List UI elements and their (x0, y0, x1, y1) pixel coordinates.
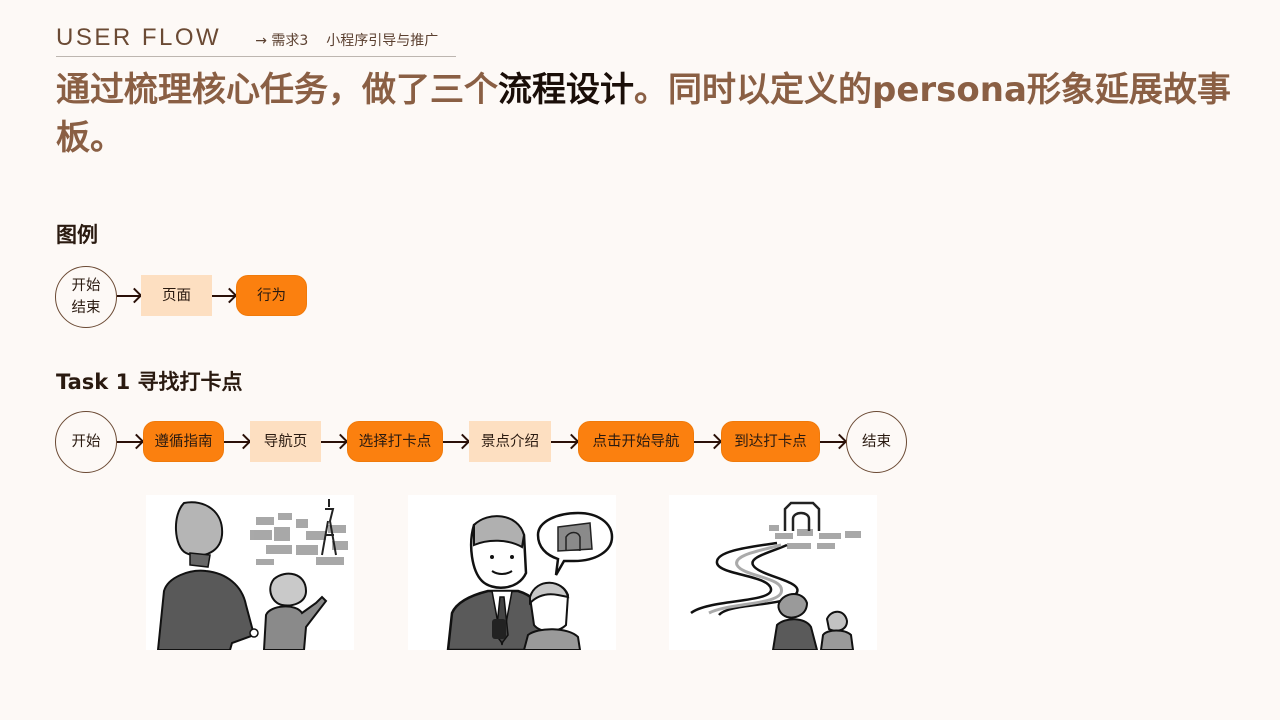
page-headline: 通过梳理核心任务，做了三个流程设计。同时以定义的persona形象延展故事板。 (56, 66, 1236, 162)
arrow-icon (117, 441, 143, 443)
headline-part1: 通过梳理核心任务，做了三个 (56, 70, 498, 110)
parent-child-tower-illustration (156, 499, 348, 650)
flow-step-arrive-spot: 到达打卡点 (721, 421, 820, 462)
flow-step-select-spot: 选择打卡点 (347, 421, 443, 462)
flow-step-label: 选择打卡点 (358, 433, 432, 450)
headline-part2: 。同时以定义的persona形象延展故事板。 (56, 70, 1231, 158)
headline-accent: 流程设计 (498, 70, 634, 110)
legend-start-label: 开始 (71, 278, 101, 294)
flow-step-spot-intro: 景点介绍 (469, 421, 551, 462)
legend-page-node: 页面 (141, 275, 212, 316)
requirement-label: → 需求3 小程序引导与推广 (255, 30, 438, 52)
parent-phone-child-landmark-illustration (446, 511, 614, 650)
arrow-icon (694, 441, 721, 443)
flow-end-node: 结束 (846, 411, 907, 473)
task1-title: Task 1 寻找打卡点 (56, 370, 243, 394)
arrow-icon (443, 441, 469, 443)
legend-action-node: 行为 (236, 275, 307, 316)
arrow-icon (551, 441, 578, 443)
section-header: USER FLOW → 需求3 小程序引导与推广 (56, 24, 456, 57)
arrow-icon (820, 441, 846, 443)
flow-step-label: 景点介绍 (481, 433, 539, 450)
arrow-icon (212, 295, 236, 297)
arrow-icon (321, 441, 347, 443)
legend-title: 图例 (56, 223, 98, 247)
flow-step-label: 导航页 (263, 433, 308, 450)
flow-step-label: 点击开始导航 (592, 433, 680, 450)
storyboard-panel-1 (146, 495, 354, 650)
flow-start-node: 开始 (55, 411, 117, 473)
flow-end-label: 结束 (862, 434, 891, 450)
arrow-icon (224, 441, 250, 443)
legend-page-label: 页面 (162, 287, 191, 304)
arrow-icon (117, 295, 141, 297)
requirement-title: 小程序引导与推广 (326, 33, 439, 49)
storyboard-panel-2 (408, 495, 616, 650)
flow-step-nav-page: 导航页 (250, 421, 321, 462)
walking-to-arch-illustration (690, 501, 861, 650)
eyebrow-title: USER FLOW (56, 24, 222, 51)
flow-start-label: 开始 (71, 434, 101, 450)
flow-step-follow-guide: 遵循指南 (143, 421, 224, 462)
legend-start-end-node: 开始 结束 (55, 266, 117, 328)
requirement-number: → 需求3 (255, 33, 309, 49)
flow-step-label: 遵循指南 (154, 433, 213, 450)
legend-end-label: 结束 (71, 300, 101, 316)
flow-step-label: 到达打卡点 (734, 433, 807, 450)
flow-step-start-navigation: 点击开始导航 (578, 421, 694, 462)
storyboard-panel-3 (669, 495, 877, 650)
legend-action-label: 行为 (257, 287, 286, 304)
